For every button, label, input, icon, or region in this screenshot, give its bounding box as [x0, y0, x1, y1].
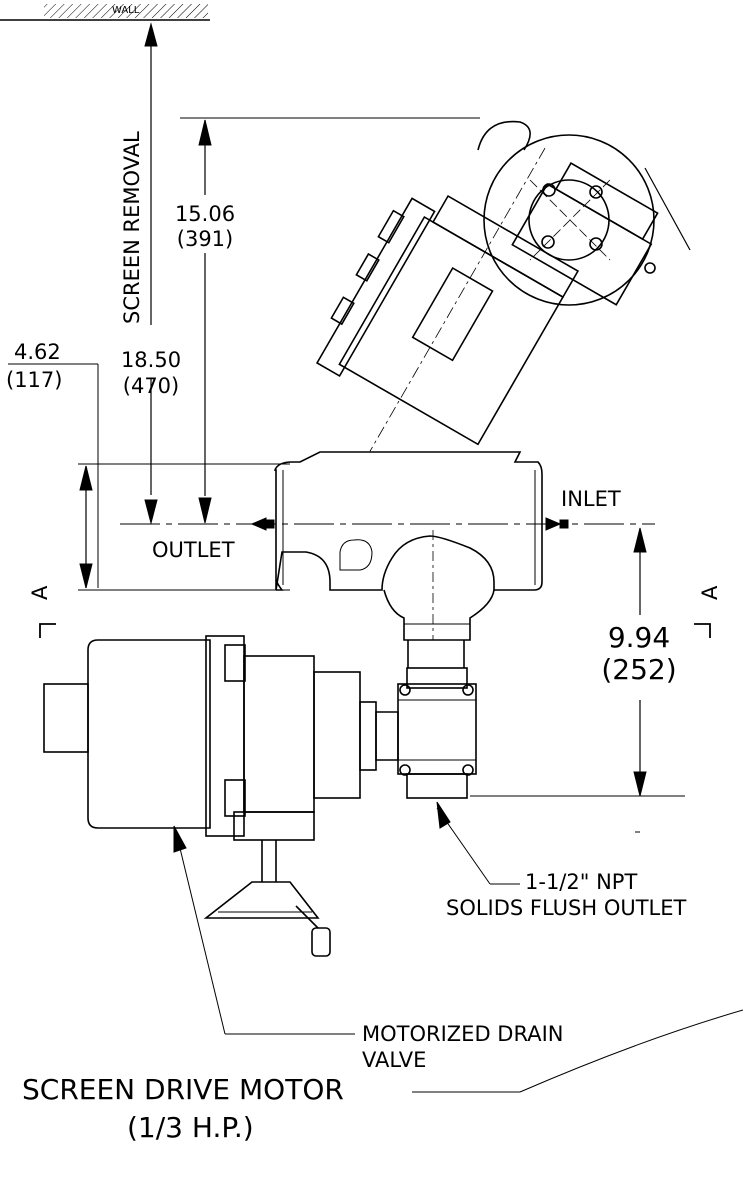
- outlet-label: OUTLET: [152, 538, 235, 562]
- screen-drive-motor-label-line1: SCREEN DRIVE MOTOR: [22, 1073, 344, 1106]
- dim-9-94-value: 9.94: [607, 621, 671, 654]
- dim-470-value: (470): [122, 374, 180, 398]
- dim-4-62-value: 4.62: [14, 340, 61, 364]
- wall-hatch: [0, 4, 210, 21]
- motorized-drain-label-line2: VALVE: [362, 1048, 427, 1072]
- dim-15-06-value: 15.06: [174, 202, 236, 226]
- dim-117-value: (117): [6, 368, 63, 392]
- wall-label: WALL: [112, 5, 140, 16]
- dim-9-94-line: [470, 527, 685, 833]
- section-a-left-label: A: [28, 585, 52, 600]
- outlet-flow-line: [120, 517, 655, 531]
- ball-valve: [375, 667, 477, 799]
- section-a-markers: [39, 623, 711, 638]
- npt-outlet-label-line2: SOLIDS FLUSH OUTLET: [446, 896, 687, 920]
- dim-15-06-line: [180, 117, 480, 524]
- screen-removal-dimension: [144, 22, 158, 525]
- gearmotor-head: [477, 120, 691, 306]
- motorized-drain-label-line1: MOTORIZED DRAIN: [362, 1022, 564, 1046]
- inlet-label: INLET: [561, 487, 621, 511]
- screen-drive-motor-label-line2: (1/3 H.P.): [127, 1111, 254, 1144]
- dim-18-50-value: 18.50: [120, 348, 182, 372]
- screen-removal-label: SCREEN REMOVAL: [120, 131, 144, 324]
- dim-252-value: (252): [601, 653, 677, 686]
- dim-391-value: (391): [176, 227, 234, 251]
- section-a-right-label: A: [698, 585, 722, 600]
- drain-valve-actuator: [43, 635, 377, 957]
- leader-lines: [173, 801, 743, 1093]
- screen-housing: [315, 147, 659, 452]
- npt-outlet-label-line1: 1-1/2" NPT: [525, 870, 638, 894]
- dim-4-62-line: [8, 363, 290, 591]
- strainer-body: [273, 451, 543, 668]
